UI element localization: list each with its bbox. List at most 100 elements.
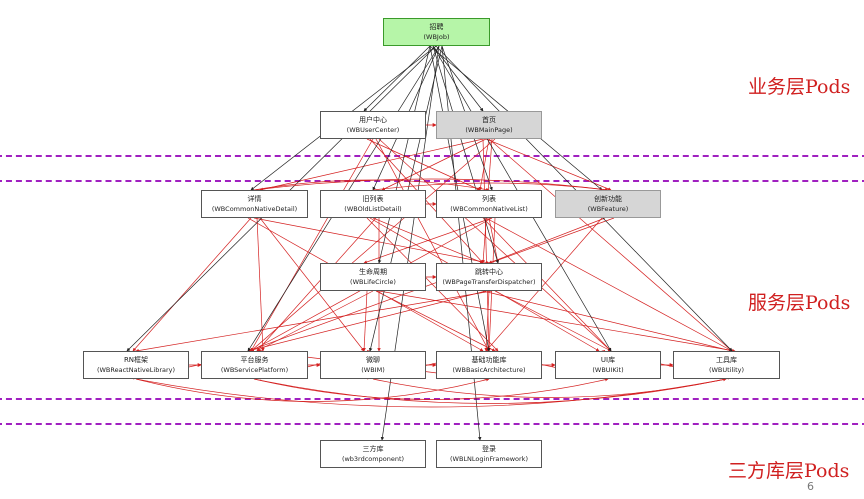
node-detail-en: (WBCommonNativeDetail): [211, 205, 298, 213]
edge-dispatcher-basic: [484, 290, 490, 352]
edge-mainpage-feature: [485, 138, 612, 191]
node-olddetail[interactable]: 旧列表 (WBOldListDetail): [320, 190, 426, 218]
arc-bottom-4: [372, 377, 727, 398]
edge-detail-dispatcher: [253, 217, 490, 265]
node-list[interactable]: 列表 (WBCommonNativeList): [436, 190, 542, 218]
node-dispatcher-en: (WBPageTransferDispatcher): [442, 278, 536, 286]
node-utility-en: (WBUtility): [708, 366, 745, 374]
arc-bottom-1: [253, 377, 727, 404]
node-usercenter[interactable]: 用户中心(WBUserCenter): [320, 111, 426, 139]
node-wbjob-en: (WBJob): [423, 33, 450, 41]
edge-lifecircle-im: [362, 290, 368, 352]
node-uikit-en: (WBUIKit): [592, 366, 624, 374]
node-thirdlib-en: (wb3rdcomponent): [341, 455, 405, 463]
node-feature-cn: 创新功能: [594, 195, 622, 203]
node-dispatcher-cn: 跳转中心: [475, 268, 503, 276]
arc-top-0: [253, 179, 490, 192]
node-basic-en: (WBBasicArchitecture): [452, 366, 526, 374]
node-login-cn: 登录: [482, 445, 496, 453]
edge-wbjob-login: [441, 45, 482, 441]
node-rn-cn: RN框架: [123, 356, 149, 364]
edge-dispatcher-rn: [135, 290, 493, 353]
node-list-cn: 列表: [482, 195, 496, 203]
node-login[interactable]: 登录 (WBLNLoginFramework): [436, 440, 542, 468]
node-feature-en: (WBFeature): [587, 205, 629, 213]
node-utility[interactable]: 工具库 (WBUtility): [673, 351, 780, 379]
node-feature[interactable]: 创新功能 (WBFeature): [555, 190, 661, 218]
edge-detail-platform: [256, 217, 265, 352]
node-login-en: (WBLNLoginFramework): [450, 455, 528, 463]
node-rn[interactable]: RN框架 (WBReactNativeLibrary): [83, 351, 189, 379]
node-platform-en: (WBServicePlatform): [220, 366, 289, 374]
edge-list-dispatcher: [488, 217, 500, 264]
arc-bottom-3: [135, 378, 490, 402]
edge-detail-im: [259, 217, 365, 352]
node-wbjob[interactable]: 招聘 (WBJob): [383, 18, 490, 46]
edge-usercenter-basic: [375, 138, 490, 352]
edge-feature-basic: [485, 217, 603, 352]
node-im[interactable]: 微聊 (WBIM): [320, 351, 426, 379]
node-basic[interactable]: 基础功能库 (WBBasicArchitecture): [436, 351, 542, 379]
node-mainpage-cn: 首页: [482, 116, 496, 124]
node-lifecircle-en: (WBLifeCircle): [350, 278, 396, 286]
edge-dispatcher-utility: [482, 290, 733, 353]
edge-wbjob-mainpage: [432, 45, 484, 112]
edge-mainpage-olddetail: [381, 138, 487, 191]
svc-layer-band: [0, 180, 864, 400]
node-olddetail-en: (WBOldListDetail): [344, 205, 402, 213]
page-number: 6: [807, 480, 814, 493]
edge-usercenter-platform: [250, 138, 374, 352]
node-platform[interactable]: 平台服务 (WBServicePlatform): [201, 351, 308, 379]
node-mainpage-en: (WBMainPage): [465, 126, 513, 134]
node-thirdlib-cn: 三方库: [362, 445, 384, 453]
node-basic-cn: 基础功能库: [471, 356, 507, 364]
node-lifecircle[interactable]: 生命周期 (WBLifeCircle): [320, 263, 426, 291]
node-usercenter-en: (WBUserCenter): [346, 126, 400, 134]
edge-feature-platform: [247, 217, 615, 352]
edge-wbjob-usercenter: [363, 45, 431, 112]
edge-usercenter-uikit: [378, 138, 612, 352]
edge-list-utility: [485, 217, 733, 352]
node-uikit[interactable]: UI库 (WBUIKit): [555, 351, 661, 379]
edge-usercenter-list: [366, 138, 481, 191]
edge-dispatcher-platform: [247, 290, 487, 352]
third-layer-band: [0, 423, 864, 499]
edge-lifecircle-utility: [378, 290, 736, 353]
node-utility-cn: 工具库: [716, 356, 737, 364]
edge-wbjob-lifecircle: [377, 45, 431, 264]
node-rn-en: (WBReactNativeLibrary): [96, 366, 176, 374]
node-uikit-cn: UI库: [600, 356, 616, 364]
edge-olddetail-basic: [366, 217, 499, 352]
edge-mainpage-utility: [488, 138, 733, 352]
edge-olddetail-platform: [256, 217, 377, 352]
arc-bottom-2: [253, 377, 609, 400]
node-mainpage[interactable]: 首页 (WBMainPage): [436, 111, 542, 139]
node-lifecircle-cn: 生命周期: [359, 268, 387, 276]
node-detail-cn: 详情: [247, 195, 262, 203]
edge-dispatcher-uikit: [494, 290, 612, 352]
node-platform-cn: 平台服务: [240, 356, 269, 364]
node-detail[interactable]: 详情 (WBCommonNativeDetail): [201, 190, 308, 218]
edge-mainpage-basic: [482, 138, 491, 352]
node-wbjob-cn: 招聘: [429, 23, 444, 31]
svc-layer-label: 服务层Pods: [748, 292, 851, 314]
edge-mainpage-detail: [259, 138, 484, 192]
node-im-en: (WBIM): [361, 366, 385, 374]
edge-usercenter-dispatcher: [369, 138, 484, 264]
node-olddetail-cn: 旧列表: [362, 195, 384, 203]
arc-top-2: [253, 178, 609, 192]
node-thirdlib[interactable]: 三方库 (wb3rdcomponent): [320, 440, 426, 468]
edge-list-lifecircle: [363, 217, 493, 264]
edge-mainpage-list: [478, 138, 490, 191]
edge-list-uikit: [482, 217, 612, 352]
node-im-cn: 微聊: [366, 356, 380, 364]
edge-feature-dispatcher: [488, 217, 606, 264]
biz-layer-band: [0, 0, 864, 157]
node-dispatcher[interactable]: 跳转中心 (WBPageTransferDispatcher): [436, 263, 542, 291]
third-layer-label: 三方库层Pods: [728, 460, 850, 482]
edge-wbjob-dispatcher: [432, 45, 499, 264]
edge-detail-rn: [132, 217, 252, 352]
node-list-en: (WBCommonNativeList): [450, 205, 528, 213]
